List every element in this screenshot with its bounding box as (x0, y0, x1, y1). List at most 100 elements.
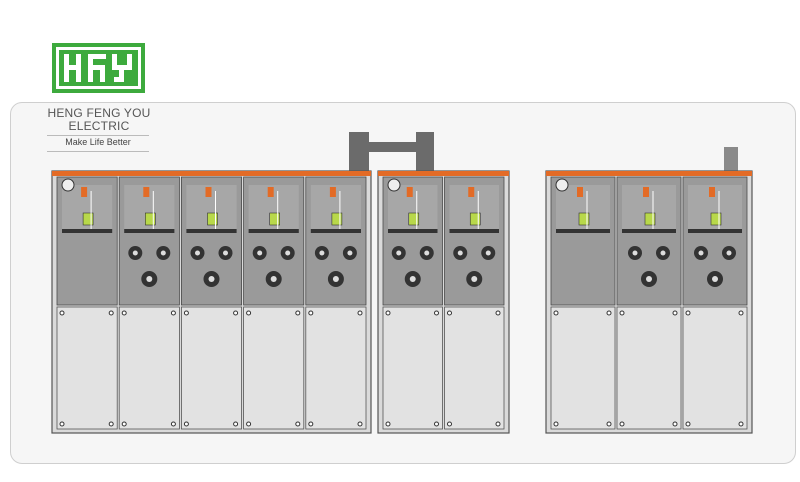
tagline: Make Life Better (65, 137, 131, 147)
company-name-line1: HENG FENG YOU (47, 106, 151, 120)
tagline-rule-top (47, 135, 149, 136)
knob-center (195, 250, 200, 256)
door-screw (738, 421, 744, 427)
green-indicator (269, 212, 281, 226)
door (243, 306, 305, 430)
panel (550, 176, 616, 430)
pressure-gauge (61, 178, 75, 192)
knob-center (223, 250, 228, 256)
green-indicator (207, 212, 218, 226)
green-indicator (408, 212, 420, 226)
door-screw (619, 310, 625, 316)
green-indicator (145, 212, 156, 226)
door-screw (59, 421, 65, 427)
green-indicator (710, 212, 722, 226)
door-screw (308, 421, 314, 427)
door-screw (295, 310, 301, 316)
top-strip (378, 171, 509, 176)
door-screw (738, 310, 744, 316)
door-screw (553, 310, 559, 316)
pressure-gauge (555, 178, 569, 192)
top-strip (52, 171, 371, 176)
door-screw (357, 310, 363, 316)
door (616, 306, 682, 430)
operation-bar (622, 229, 676, 233)
door-screw (447, 421, 452, 427)
door-screw (606, 421, 612, 427)
panel (243, 176, 305, 430)
orange-indicator (643, 187, 649, 197)
door (305, 306, 367, 430)
orange-indicator (329, 187, 336, 197)
knob-center (726, 250, 732, 256)
door-screw (357, 421, 363, 427)
operation-bar (556, 229, 610, 233)
knob-center (347, 250, 353, 256)
door-screw (685, 421, 691, 427)
knob-center (646, 276, 652, 282)
panel (305, 176, 367, 430)
door-screw (59, 310, 65, 316)
orange-indicator (81, 187, 88, 197)
knob-center (208, 276, 215, 282)
door-screw (434, 421, 439, 427)
company-name-line2: ELECTRIC (68, 119, 130, 133)
door-screw (308, 310, 314, 316)
door-screw (495, 421, 501, 427)
orange-indicator (267, 187, 274, 197)
panel (616, 176, 682, 430)
door-screw (246, 310, 252, 316)
door-screw (183, 310, 189, 316)
operation-bar (248, 229, 299, 233)
panel (444, 176, 505, 430)
door-screw (447, 310, 452, 316)
door-screw (385, 421, 391, 427)
door-screw (108, 421, 114, 427)
orange-indicator (406, 187, 413, 197)
orange-indicator (709, 187, 715, 197)
door (56, 306, 118, 430)
green-indicator (331, 212, 343, 226)
door-screw (685, 310, 691, 316)
switchgear-group-middle (377, 170, 510, 434)
company-name: HENG FENG YOU ELECTRIC (36, 107, 162, 133)
knob-center (471, 276, 478, 282)
door-screw (295, 421, 301, 427)
panel (118, 176, 180, 430)
panel (56, 176, 118, 430)
orange-indicator (205, 187, 212, 197)
knob-center (332, 276, 339, 282)
door-screw (170, 310, 176, 316)
door-screw (233, 310, 239, 316)
knob-center (698, 250, 704, 256)
green-indicator (578, 212, 590, 226)
knob-center (396, 250, 402, 256)
green-indicator (644, 212, 656, 226)
door-screw (385, 310, 391, 316)
knob-center (285, 250, 291, 256)
door-screw (170, 421, 176, 427)
knob-center (660, 250, 666, 256)
knob-center (146, 276, 153, 282)
knob-center (457, 250, 463, 256)
door (444, 306, 505, 430)
panel (382, 176, 443, 430)
door-screw (606, 310, 612, 316)
operation-bar (310, 229, 361, 233)
door (180, 306, 242, 430)
green-indicator (82, 212, 94, 226)
knob-center (632, 250, 638, 256)
door-screw (121, 421, 127, 427)
operation-bar (449, 229, 499, 233)
operation-bar (388, 229, 438, 233)
knob-center (270, 276, 277, 282)
door-screw (233, 421, 239, 427)
knob-center (424, 250, 430, 256)
orange-indicator (468, 187, 475, 197)
knob-center (485, 250, 491, 256)
knob-center (409, 276, 416, 282)
knob-center (712, 276, 718, 282)
cable-cap (724, 147, 738, 171)
door-screw (672, 310, 678, 316)
